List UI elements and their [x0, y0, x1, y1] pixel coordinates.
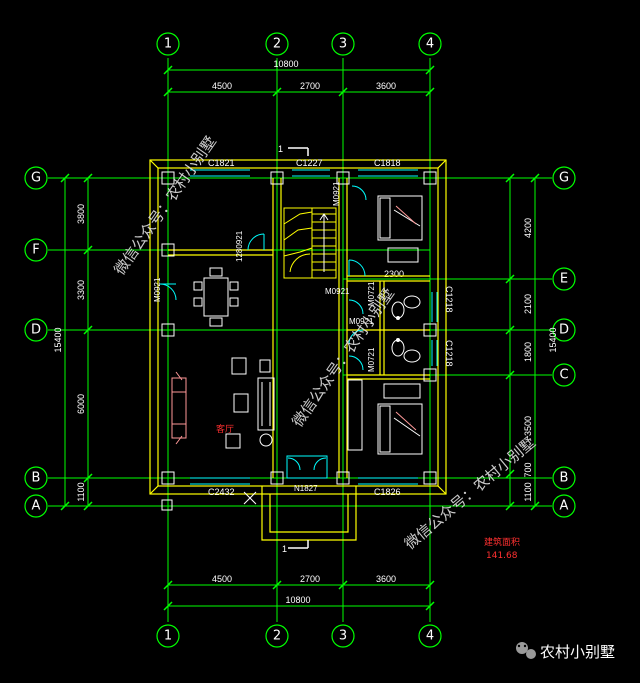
staircase — [283, 207, 337, 279]
brand-name: 农村小别墅 — [540, 643, 615, 661]
axis-label-b-left: B — [32, 471, 41, 486]
section-marks — [288, 147, 309, 549]
window-labels: C1821 C1227 C1818 C2432 C1826 C1218 C121… — [208, 158, 454, 497]
axis-label-1-top: 1 — [164, 37, 172, 52]
axis-label-g-left: G — [31, 171, 41, 186]
door-label-m0921-dining: M0921 — [153, 277, 162, 302]
axis-label-3-top: 3 — [339, 37, 347, 52]
door-label-m0721-lower: M0721 — [367, 347, 376, 372]
axis-label-c-right: C — [559, 368, 568, 383]
dim-left-3: 6000 — [76, 394, 86, 414]
dimension-text: 10800 4500 2700 3600 4500 2700 3600 1080… — [53, 59, 558, 605]
axis-label-a-left: A — [32, 499, 41, 514]
window-label-c1227: C1227 — [296, 158, 323, 168]
axis-label-2-top: 2 — [273, 37, 281, 52]
brand-icon — [516, 642, 528, 654]
window-label-c2432: C2432 — [208, 487, 235, 497]
brand-logo: 农村小别墅 — [516, 642, 615, 661]
axis-label-4-bottom: 4 — [426, 629, 434, 644]
window-label-c1826: C1826 — [374, 487, 401, 497]
axis-labels: 1 2 3 4 1 2 3 4 G F D B A G E D C B A — [31, 37, 569, 644]
axis-label-1-bottom: 1 — [164, 629, 172, 644]
dim-left-4: 1100 — [76, 482, 86, 501]
dim-overall-top: 10800 — [273, 59, 298, 69]
window-label-c1818: C1818 — [374, 158, 401, 168]
door-swings — [159, 185, 367, 479]
axis-label-f-left: F — [32, 243, 39, 258]
axis-label-4-top: 4 — [426, 37, 434, 52]
dim-right-6: 1100 — [523, 482, 533, 501]
section-marker-top: 1 — [278, 144, 283, 154]
stair-arrow — [319, 213, 329, 272]
dim-left-2: 3300 — [76, 280, 86, 300]
dim-right-1: 4200 — [523, 218, 533, 238]
door-label-m0921-stair: M0921 — [325, 287, 350, 296]
axis-label-d-left: D — [31, 323, 41, 338]
dim-right-3: 1800 — [523, 342, 533, 362]
window-label-c1218-lower: C1218 — [444, 340, 454, 367]
dim-right-2: 2100 — [523, 294, 533, 314]
axis-label-3-bottom: 3 — [339, 629, 347, 644]
furniture — [193, 195, 423, 505]
axis-label-g-right: G — [559, 171, 569, 186]
axis-label-a-right: A — [560, 499, 569, 514]
dim-overall-bottom: 10800 — [285, 595, 310, 605]
dim-bottom-1: 4500 — [212, 574, 232, 584]
dim-left-1: 3800 — [76, 204, 86, 224]
door-label-m0921-top: M0921 — [332, 181, 341, 206]
door-label-m0721-upper: M0721 — [367, 281, 376, 306]
area-value: 141.68 — [486, 551, 518, 561]
section-marker-bottom: 1 — [282, 544, 287, 554]
grid-lines — [48, 58, 552, 622]
dim-left-total: 15400 — [53, 327, 63, 352]
dim-bottom-2: 2700 — [300, 574, 320, 584]
door-labels: 1280921 M0921 M0921 M0921 M0921 M0721 M0… — [153, 181, 376, 493]
axis-label-e-right: E — [560, 272, 568, 287]
decor-pink — [171, 205, 417, 445]
walls — [149, 159, 447, 541]
axis-label-d-right: D — [559, 323, 569, 338]
windows — [190, 169, 438, 485]
dim-top-2: 2700 — [300, 81, 320, 91]
dim-top-3: 3600 — [376, 81, 396, 91]
dim-bottom-3: 3600 — [376, 574, 396, 584]
columns — [161, 171, 437, 511]
door-label-n1827: N1827 — [294, 484, 318, 493]
dim-right-5: 700 — [523, 462, 533, 477]
dimension-ticks — [60, 65, 540, 611]
axis-label-2-bottom: 2 — [273, 629, 281, 644]
dim-right-total: 15400 — [548, 327, 558, 352]
axis-bubbles — [24, 32, 576, 648]
axis-label-b-right: B — [560, 471, 569, 486]
window-label-c1821: C1821 — [208, 158, 235, 168]
area-label: 建筑面积 — [484, 536, 520, 548]
door-label-m0921-bath: M0921 — [349, 317, 374, 326]
room-label-living: 客厅 — [216, 423, 234, 435]
dim-right-4: 3500 — [523, 416, 533, 436]
dim-top-1: 4500 — [212, 81, 232, 91]
dim-right-inner: 2300 — [384, 269, 404, 279]
window-label-c1218-upper: C1218 — [444, 286, 454, 313]
stair-label: 1280921 — [235, 230, 244, 262]
fixture-markers — [396, 316, 400, 342]
